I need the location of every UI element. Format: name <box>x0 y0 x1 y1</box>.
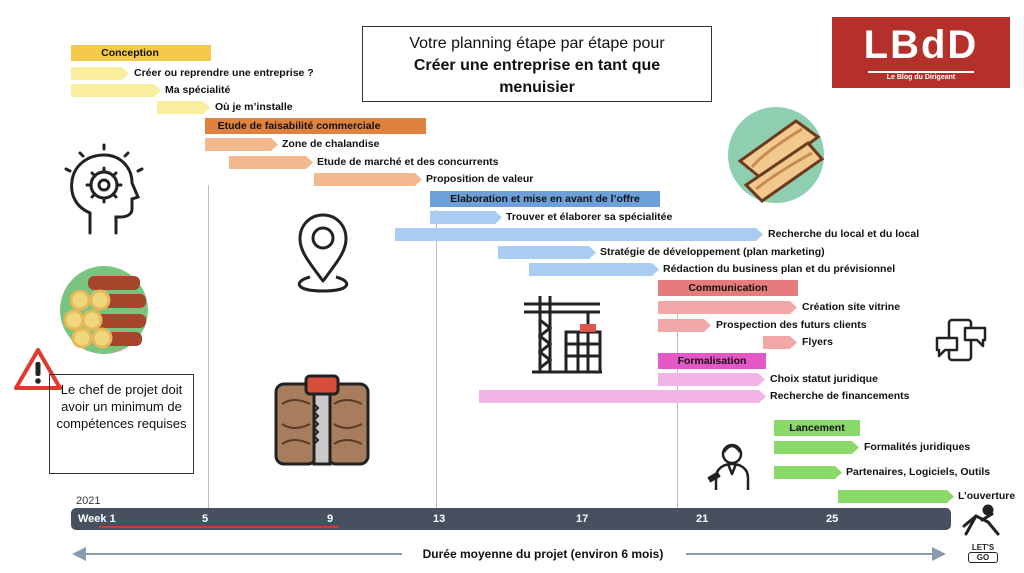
logs-icon <box>60 266 148 354</box>
communication-header-bar <box>658 280 798 296</box>
logo-text: LBdD <box>863 23 979 67</box>
task-bar-installe <box>157 101 210 114</box>
warning-box <box>49 374 194 474</box>
task-label-strategie: Stratégie de développement (plan marketi… <box>600 246 825 258</box>
timeline-bar <box>71 508 951 530</box>
location-pin-icon <box>297 213 349 293</box>
logo-sub: Le Blog du Dirigeant <box>886 74 956 81</box>
lancement-header-bar <box>774 420 860 436</box>
task-bar-strategie <box>498 246 596 259</box>
grid-line-week-13 <box>436 210 437 510</box>
task-bar-site <box>658 301 797 314</box>
title-line-2: Créer une entreprise en tant que <box>413 57 661 74</box>
lawyer-icon <box>707 443 750 490</box>
task-label-partenaires: Partenaires, Logiciels, Outils <box>846 466 991 478</box>
tick-week-13: 13 <box>433 513 446 525</box>
title-box: Votre planning étape par étape pour Crée… <box>362 26 712 102</box>
grid-line-week-5 <box>208 185 209 510</box>
task-bar-financements <box>479 390 766 403</box>
lets-go-badge: LET'S GO <box>968 543 998 563</box>
task-bar-ouverture <box>838 490 954 503</box>
task-label-installe: Où je m’installe <box>215 101 293 113</box>
warning-text: Le chef de projet doit avoir un minimum … <box>56 382 187 431</box>
communication-header-label: Communication <box>688 282 768 294</box>
faisabilite-header-bar <box>205 118 426 134</box>
task-label-creer: Créer ou reprendre une entreprise ? <box>134 67 314 79</box>
duration-arrow-left-head <box>72 547 86 561</box>
task-label-local: Recherche du local et du local <box>768 228 920 240</box>
task-bar-trouver <box>430 211 502 224</box>
duration-arrow-right-shaft <box>686 553 934 555</box>
duration-arrow <box>72 547 946 561</box>
task-label-formalites: Formalités juridiques <box>864 441 971 453</box>
task-bar-creer <box>71 67 129 80</box>
chat-phone-icon <box>935 318 987 362</box>
task-bar-flyers <box>763 336 797 349</box>
lets-go-bottom: GO <box>968 552 998 563</box>
formalisation-header-bar <box>658 353 766 369</box>
task-label-site: Création site vitrine <box>802 301 901 313</box>
duration-arrow-left-shaft <box>84 553 402 555</box>
tick-week-5: 5 <box>202 513 209 525</box>
conception-header-bar <box>71 45 211 61</box>
tick-week-25: 25 <box>826 513 839 525</box>
saw-wood-icon <box>274 374 370 466</box>
timeline-progress-line <box>99 526 339 528</box>
wood-planks-icon <box>728 107 825 203</box>
runner-icon <box>962 504 1000 536</box>
tick-week-21: 21 <box>696 513 709 525</box>
task-bar-business-plan <box>529 263 659 276</box>
grid-line-week-21 <box>677 310 678 510</box>
task-bar-local <box>395 228 763 241</box>
task-bar-chalandise <box>205 138 278 151</box>
task-bar-marche <box>229 156 313 169</box>
task-bar-valeur <box>314 173 422 186</box>
task-bar-partenaires <box>774 466 842 479</box>
year-label: 2021 <box>76 495 101 507</box>
lancement-header-label: Lancement <box>789 422 845 434</box>
task-bar-statut <box>658 373 765 386</box>
faisabilite-header-label: Etude de faisabilité commerciale <box>217 120 381 132</box>
task-label-ouverture: L’ouverture <box>958 490 1016 502</box>
lets-go-top: LET'S <box>971 543 995 552</box>
logo-underline <box>868 71 974 73</box>
task-label-specialite: Ma spécialité <box>165 84 231 96</box>
task-bar-specialite <box>71 84 161 97</box>
title-line-1: Votre planning étape par étape pour <box>409 35 665 52</box>
tick-week-17: 17 <box>576 513 589 525</box>
tick-week-9: 9 <box>327 513 334 525</box>
head-gear-icon <box>64 143 144 235</box>
elaboration-header-bar <box>430 191 660 207</box>
task-bar-prospection <box>658 319 711 332</box>
task-label-flyers: Flyers <box>802 336 833 348</box>
lbdd-logo: LBdD Le Blog du Dirigeant <box>832 17 1010 88</box>
duration-label: Durée moyenne du projet (environ 6 mois) <box>422 547 664 561</box>
task-label-prospection: Prospection des futurs clients <box>716 319 867 331</box>
task-label-chalandise: Zone de chalandise <box>282 138 380 150</box>
task-label-valeur: Proposition de valeur <box>426 173 534 185</box>
formalisation-header-label: Formalisation <box>677 355 747 367</box>
conception-header-label: Conception <box>101 47 159 59</box>
task-label-marche: Etude de marché et des concurrents <box>317 156 499 168</box>
task-label-statut: Choix statut juridique <box>770 373 878 385</box>
task-label-business-plan: Rédaction du business plan et du prévisi… <box>663 263 896 275</box>
elaboration-header-label: Elaboration et mise en avant de l’offre <box>450 193 640 205</box>
duration-arrow-right-head <box>932 547 946 561</box>
title-line-3: menuisier <box>499 79 575 96</box>
task-label-trouver: Trouver et élaborer sa spécialitée <box>506 211 673 223</box>
task-bar-formalites <box>774 441 859 454</box>
task-label-financements: Recherche de financements <box>770 390 910 402</box>
tick-week-1: Week 1 <box>78 513 116 525</box>
crane-icon <box>524 296 602 374</box>
